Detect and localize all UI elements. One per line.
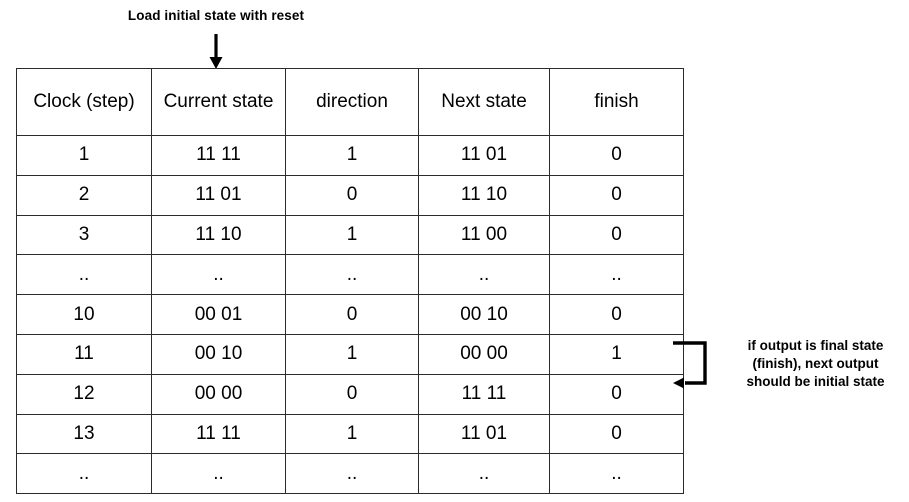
cell-direction: 1 [285, 413, 419, 455]
cell-direction: 0 [285, 174, 419, 216]
table-row: 2 11 01 0 11 10 0 [16, 174, 684, 216]
cell-next-state: 11 10 [418, 174, 550, 216]
cell-clock: 2 [16, 174, 152, 216]
cell-direction: .. [285, 254, 419, 296]
table-row: 3 11 10 1 11 00 0 [16, 214, 684, 256]
cell-direction: 0 [285, 373, 419, 415]
cell-current-state: 11 11 [151, 413, 286, 455]
cell-finish: 1 [549, 333, 684, 375]
table-row: 11 00 10 1 00 00 1 [16, 333, 684, 375]
cell-finish: .. [549, 453, 684, 495]
cell-finish: 0 [549, 413, 684, 455]
cell-finish: 0 [549, 294, 684, 335]
right-annotation-line-1: if output is final state [747, 338, 884, 353]
table-row-ellipsis: .. .. .. .. .. [16, 453, 684, 495]
cell-clock: 12 [16, 373, 152, 415]
table-header-row: Clock (step) Current state direction Nex… [16, 68, 684, 136]
cell-direction: 1 [285, 333, 419, 375]
cell-direction: 1 [285, 214, 419, 256]
cell-next-state: 00 10 [418, 294, 550, 335]
cell-current-state: 00 00 [151, 373, 286, 415]
column-header-direction: direction [285, 68, 419, 136]
right-annotation-line-3: should be initial state [746, 373, 885, 389]
cell-current-state: 11 10 [151, 214, 286, 256]
column-header-next-state: Next state [418, 68, 550, 136]
top-annotation-label: Load initial state with reset [127, 8, 305, 23]
cell-clock: .. [16, 453, 152, 495]
table-row: 12 00 00 0 11 11 0 [16, 373, 684, 415]
cell-current-state: .. [151, 453, 286, 495]
cell-next-state: 11 00 [418, 214, 550, 256]
cell-finish: 0 [549, 135, 684, 176]
column-header-clock: Clock (step) [16, 68, 152, 136]
cell-finish: 0 [549, 373, 684, 415]
feedback-bracket-arrow-icon [673, 341, 707, 389]
down-arrow-icon [209, 34, 223, 69]
cell-current-state: 00 10 [151, 333, 286, 375]
table-row: 1 11 11 1 11 01 0 [16, 135, 684, 176]
cell-next-state: 00 00 [418, 333, 550, 375]
column-header-current-state: Current state [151, 68, 286, 136]
cell-finish: .. [549, 254, 684, 296]
cell-clock: 10 [16, 294, 152, 335]
state-transition-table: Clock (step) Current state direction Nex… [16, 68, 684, 495]
cell-next-state: .. [418, 453, 550, 495]
cell-next-state: 11 01 [418, 135, 550, 176]
cell-current-state: .. [151, 254, 286, 296]
cell-clock: 11 [16, 333, 152, 375]
cell-current-state: 00 01 [151, 294, 286, 335]
table-body: 1 11 11 1 11 01 0 2 11 01 0 11 10 0 3 11… [16, 135, 684, 495]
cell-clock: 1 [16, 135, 152, 176]
table-row: 13 11 11 1 11 01 0 [16, 413, 684, 455]
right-annotation-label: if output is final state (finish), next … [722, 337, 909, 390]
cell-next-state: 11 11 [418, 373, 550, 415]
right-annotation-line-2: (finish), next output [752, 355, 879, 371]
cell-next-state: .. [418, 254, 550, 296]
table-row-ellipsis: .. .. .. .. .. [16, 254, 684, 296]
cell-direction: 0 [285, 294, 419, 335]
column-header-finish: finish [549, 68, 684, 136]
cell-clock: 13 [16, 413, 152, 455]
cell-current-state: 11 01 [151, 174, 286, 216]
cell-direction: 1 [285, 135, 419, 176]
cell-clock: .. [16, 254, 152, 296]
cell-finish: 0 [549, 214, 684, 256]
cell-current-state: 11 11 [151, 135, 286, 176]
table-row: 10 00 01 0 00 10 0 [16, 294, 684, 335]
cell-finish: 0 [549, 174, 684, 216]
cell-clock: 3 [16, 214, 152, 256]
cell-direction: .. [285, 453, 419, 495]
cell-next-state: 11 01 [418, 413, 550, 455]
